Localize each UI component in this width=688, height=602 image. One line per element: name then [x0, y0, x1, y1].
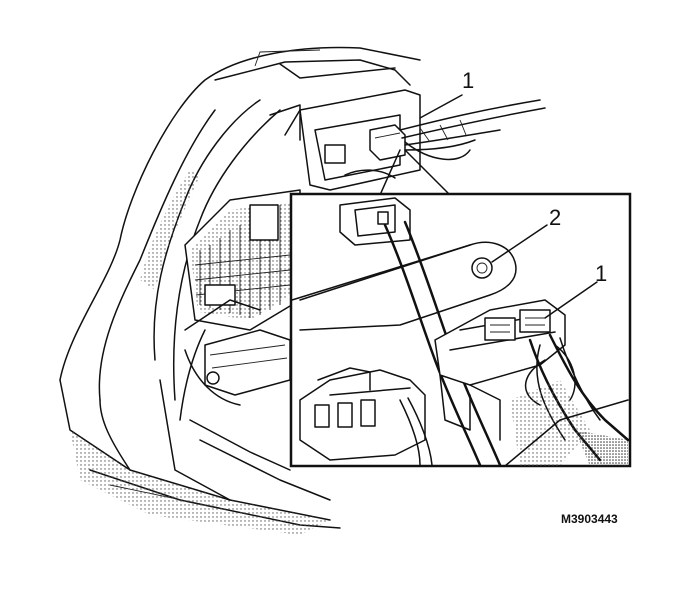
callout-2-detail-label: 2 — [549, 205, 561, 230]
callout-1-detail-label: 1 — [595, 261, 607, 286]
detail-leader — [379, 149, 451, 196]
callout-1-detail: 1 — [544, 261, 607, 319]
callout-2-detail: 2 — [491, 205, 561, 263]
callout-1-overview-label: 1 — [462, 68, 474, 93]
callout-1-overview: 1 — [419, 68, 474, 119]
detail-inset — [289, 192, 632, 468]
trunk-overview — [59, 46, 546, 535]
figure-id: M3903443 — [561, 512, 618, 526]
